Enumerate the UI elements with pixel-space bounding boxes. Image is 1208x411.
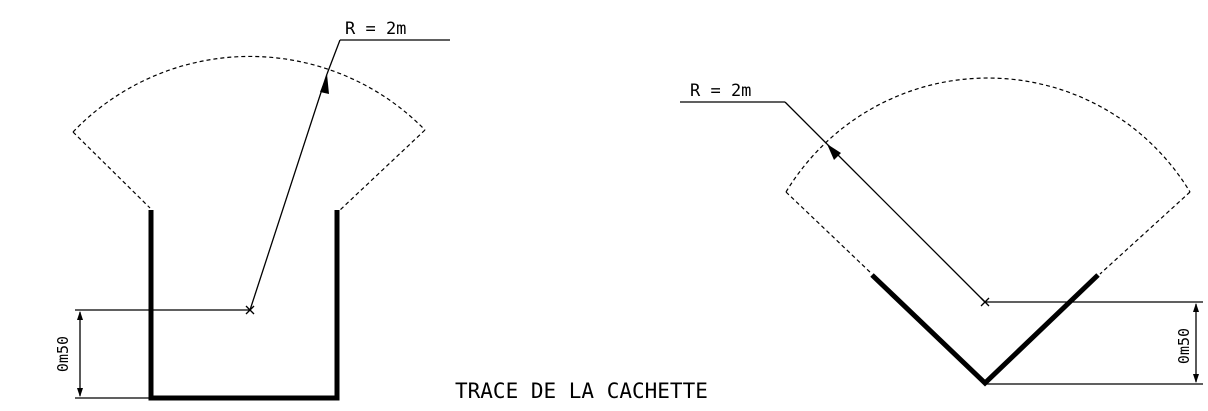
left-arc-side-left: [72, 131, 151, 209]
right-dim-arrow-bottom: [1193, 374, 1199, 383]
right-swing-arc: [785, 77, 1191, 193]
right-arc-side-right: [1099, 191, 1191, 275]
right-dim-arrow-top: [1193, 303, 1199, 312]
left-radius-leader: [326, 39, 341, 75]
right-pit-walls: [870, 273, 1100, 387]
right-radius-label: R = 2m: [690, 81, 751, 101]
right-radius-leader: [784, 101, 828, 145]
right-radius-line: [826, 143, 986, 303]
left-dim-arrow-top: [77, 311, 83, 320]
left-arc-side-right: [339, 129, 426, 211]
right-arc-side-left: [785, 191, 873, 275]
drawing-caption: TRACE DE LA CACHETTE: [455, 379, 708, 403]
right-radius-arrowhead: [827, 144, 841, 160]
left-dim-arrow-bottom: [77, 388, 83, 397]
left-radius-arrowhead: [320, 74, 329, 94]
left-pit-walls: [148, 210, 340, 401]
left-radius-line: [249, 73, 328, 311]
left-radius-label: R = 2m: [345, 19, 406, 39]
left-height-label: 0m50: [54, 336, 72, 372]
left-figure: 0m50 R = 2m: [54, 19, 450, 401]
left-swing-arc: [72, 55, 426, 133]
right-figure: 0m50 R = 2m: [680, 77, 1203, 387]
right-height-label: 0m50: [1175, 328, 1193, 364]
